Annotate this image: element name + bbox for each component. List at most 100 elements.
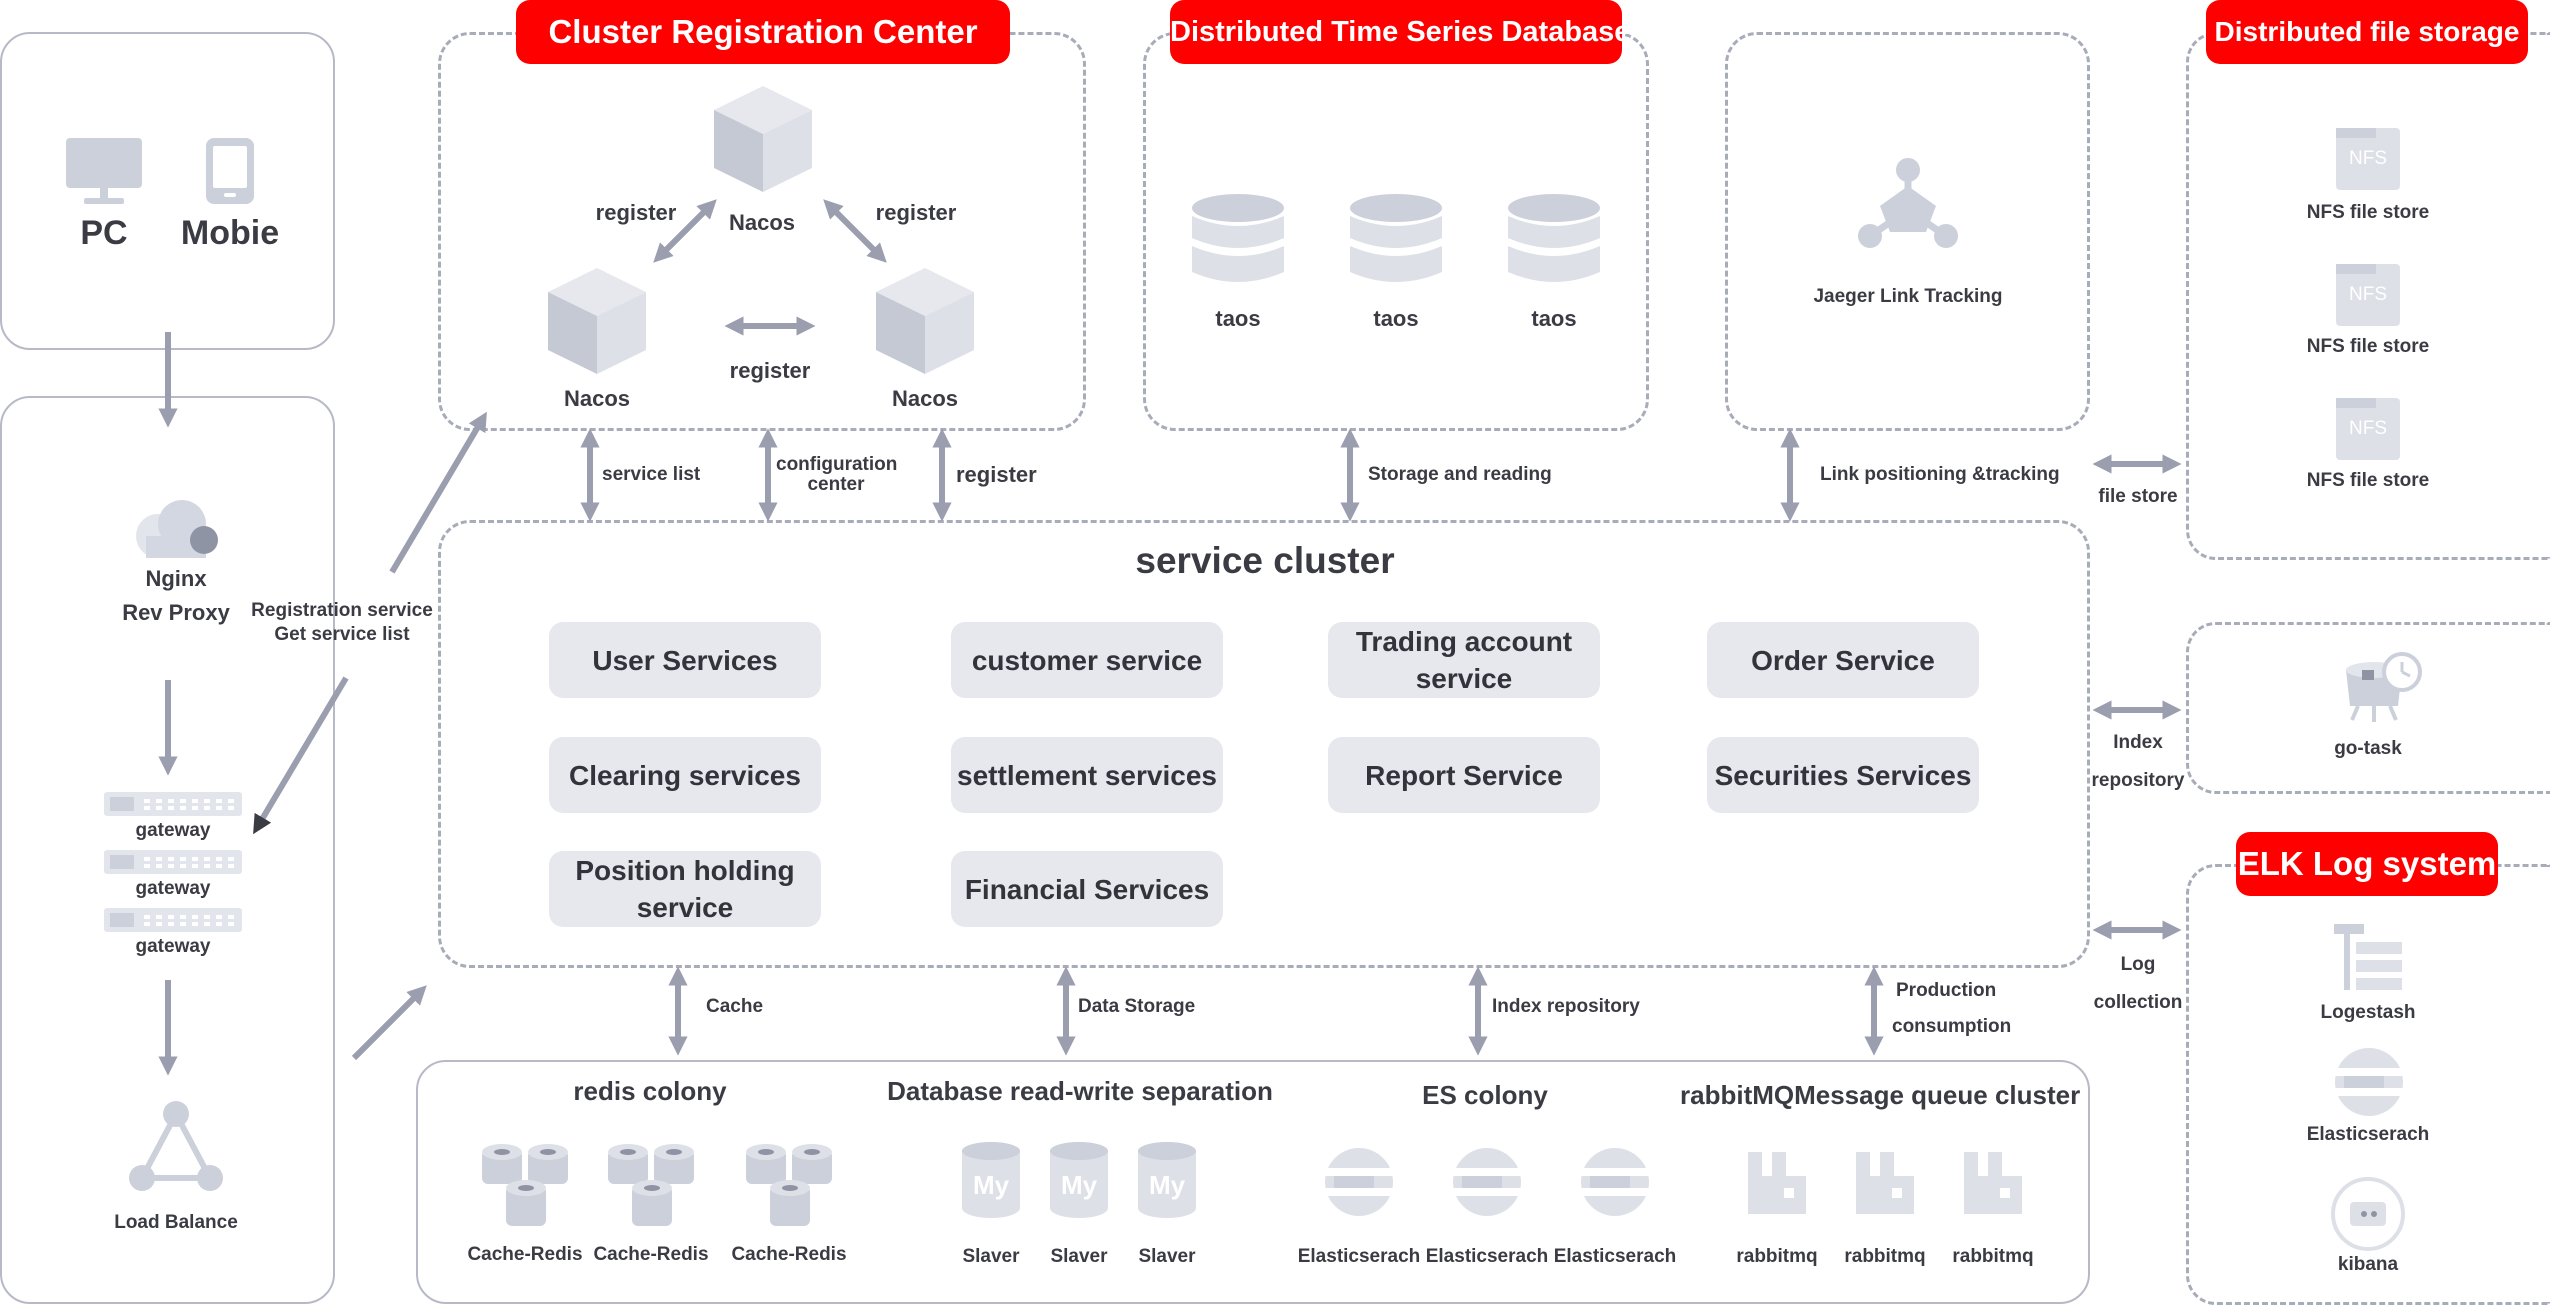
nacos-cube-icon-top — [714, 86, 812, 192]
rev-proxy-label: Rev Proxy — [122, 600, 230, 625]
rabbitmq-label-3: rabbitmq — [1952, 1246, 2034, 1267]
storage-panel — [416, 1060, 2090, 1304]
cache-redis-label-3: Cache-Redis — [731, 1244, 847, 1265]
kibana-label: kibana — [2337, 1254, 2399, 1275]
index-repo-link-label-1: Index — [2113, 732, 2163, 753]
rabbitmq-label-2: rabbitmq — [1844, 1246, 1926, 1267]
taos-label-1: taos — [1215, 306, 1261, 331]
elasticsearch-elk-label: Elasticserach — [2306, 1124, 2430, 1145]
service-box-user: User Services — [549, 622, 821, 698]
kibana-icon — [2331, 1177, 2405, 1251]
tsdb-title: Distributed Time Series Database — [1170, 0, 1630, 64]
slaver-label-2: Slaver — [1050, 1246, 1108, 1267]
service-box-financial: Financial Services — [951, 851, 1223, 927]
mq-cluster-title: rabbitMQMessage queue cluster — [1680, 1080, 2081, 1110]
switch-icon-1 — [104, 792, 242, 816]
service-box-securities: Securities Services — [1707, 737, 1979, 813]
cache-link-label: Cache — [706, 996, 764, 1017]
nfs-folder-icon-2: NFS — [2336, 264, 2400, 326]
jaeger-network-icon — [1858, 158, 1958, 248]
service-list-link-label: service list — [602, 464, 701, 485]
nfs-label-1: NFS file store — [2306, 202, 2430, 223]
switch-icon-3 — [104, 908, 242, 932]
mysql-db-icon-3: My — [1138, 1142, 1196, 1218]
register-label-bottom: register — [729, 358, 811, 383]
elasticsearch-icon-elk — [2334, 1048, 2404, 1116]
registration-title: Cluster Registration Center — [516, 0, 1010, 64]
redis-colony-title: redis colony — [573, 1076, 727, 1106]
jaeger-panel — [1725, 32, 2090, 431]
nacos-label-left: Nacos — [563, 386, 631, 411]
nfs-folder-icon-3: NFS — [2336, 398, 2400, 460]
elasticsearch-label-2: Elasticserach — [1425, 1246, 1549, 1267]
nacos-cube-icon-right — [876, 268, 974, 374]
rabbitmq-icon-3 — [1964, 1152, 2022, 1214]
service-box-trading-account: Trading account service — [1328, 622, 1600, 698]
service-box-settlement: settlement services — [951, 737, 1223, 813]
log-collection-link-label-1: Log — [2120, 954, 2156, 975]
redis-icon-3 — [746, 1144, 832, 1226]
client-panel — [0, 32, 335, 350]
nfs-icon-label-3: NFS — [2349, 418, 2387, 439]
elasticsearch-label-3: Elasticserach — [1553, 1246, 1677, 1267]
service-box-customer: customer service — [951, 622, 1223, 698]
service-cluster-title: service cluster — [1135, 540, 1395, 581]
gateway-label-1: gateway — [135, 820, 211, 841]
index-repository-link-label: Index repository — [1492, 996, 1640, 1017]
nfs-icon-label-1: NFS — [2349, 148, 2387, 169]
redis-icon-2 — [608, 1144, 694, 1226]
nacos-label-top: Nacos — [728, 210, 796, 235]
nacos-label-right: Nacos — [891, 386, 959, 411]
switch-icon-2 — [104, 850, 242, 874]
get-service-list-label: Get service list — [274, 624, 410, 645]
taos-label-3: taos — [1531, 306, 1577, 331]
database-icon-3 — [1508, 194, 1600, 282]
service-box-report: Report Service — [1328, 737, 1600, 813]
go-task-label: go-task — [2334, 738, 2402, 759]
consumption-link-label: consumption — [1892, 1016, 2012, 1037]
redis-icon-1 — [482, 1144, 568, 1226]
gateway-label-2: gateway — [135, 878, 211, 899]
register-label-left: register — [595, 200, 677, 225]
storage-reading-link-label: Storage and reading — [1368, 464, 1552, 485]
nacos-cube-icon-left — [548, 268, 646, 374]
index-repo-link-label-2: repository — [2091, 770, 2185, 791]
cache-redis-label-2: Cache-Redis — [593, 1244, 709, 1265]
go-task-icon — [2346, 652, 2422, 722]
load-balance-icon — [129, 1101, 223, 1191]
database-icon-2 — [1350, 194, 1442, 282]
elk-title: ELK Log system — [2236, 832, 2498, 896]
config-center-link-label-1: configuration — [776, 454, 898, 475]
logstash-label: Logestash — [2320, 1002, 2416, 1023]
mobile-icon — [206, 138, 254, 204]
nfs-folder-icon-1: NFS — [2336, 128, 2400, 190]
mobile-label: Mobie — [180, 214, 280, 252]
service-box-position-holding: Position holding service — [549, 851, 821, 927]
cloud-icon — [136, 500, 218, 558]
slaver-label-3: Slaver — [1138, 1246, 1196, 1267]
mysql-text-2: My — [1060, 1170, 1098, 1200]
gotask-panel — [2186, 622, 2550, 794]
link-tracking-link-label: Link positioning &tracking — [1820, 464, 2060, 485]
nfs-label-2: NFS file store — [2306, 336, 2430, 357]
elasticsearch-label-1: Elasticserach — [1297, 1246, 1421, 1267]
service-box-order: Order Service — [1707, 622, 1979, 698]
nginx-label: Nginx — [145, 566, 207, 591]
taos-label-2: taos — [1373, 306, 1419, 331]
cache-redis-label-1: Cache-Redis — [467, 1244, 583, 1265]
elasticsearch-icon-3 — [1580, 1148, 1650, 1216]
elasticsearch-icon-2 — [1452, 1148, 1522, 1216]
registration-service-label: Registration service — [251, 600, 433, 621]
jaeger-label: Jaeger Link Tracking — [1813, 286, 2003, 307]
pc-icon — [66, 138, 142, 204]
fs-title: Distributed file storage — [2206, 0, 2528, 64]
production-link-label: Production — [1896, 980, 1997, 1001]
database-icon-1 — [1192, 194, 1284, 282]
data-storage-link-label: Data Storage — [1078, 996, 1196, 1017]
mysql-text-3: My — [1148, 1170, 1186, 1200]
service-cluster-panel — [438, 520, 2090, 968]
logstash-icon — [2334, 924, 2402, 990]
rabbitmq-icon-2 — [1856, 1152, 1914, 1214]
elasticsearch-icon-1 — [1324, 1148, 1394, 1216]
nfs-label-3: NFS file store — [2306, 470, 2430, 491]
